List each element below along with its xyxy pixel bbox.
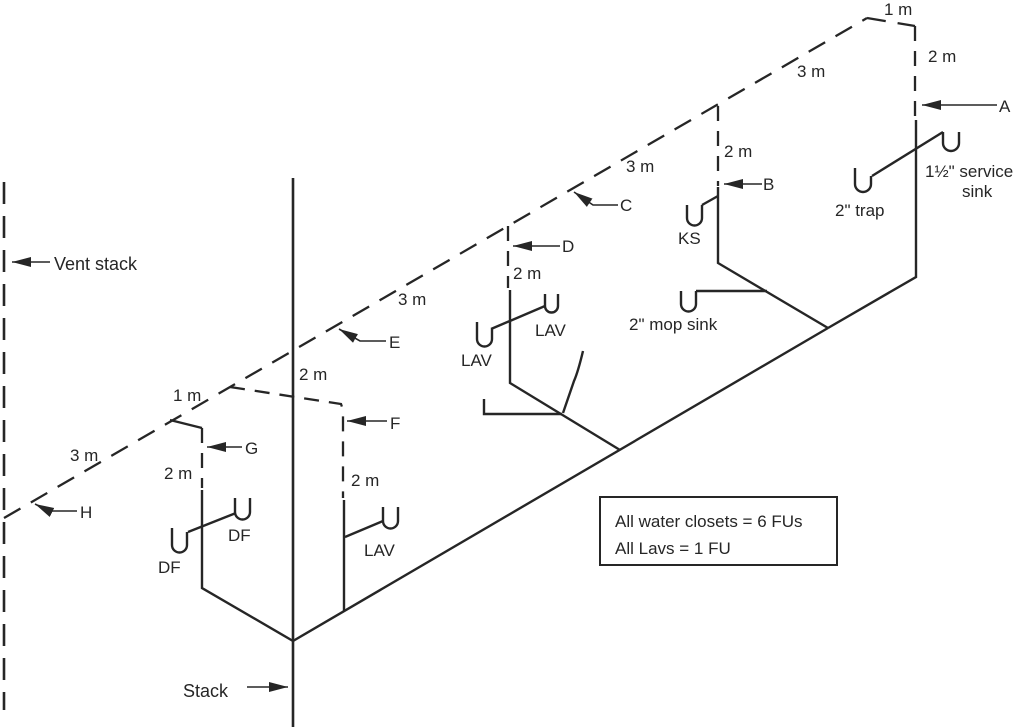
- stack-label: Stack: [183, 681, 229, 701]
- ks-trap-icon: [685, 205, 704, 227]
- lav-right-label: LAV: [535, 321, 567, 340]
- vent-main-diagonal: [3, 17, 868, 519]
- df-left-trap-icon: [170, 528, 189, 554]
- building-drain-main: [292, 326, 829, 643]
- vent-stack-label: Vent stack: [54, 254, 138, 274]
- point-label-e: E: [389, 333, 400, 352]
- water-closet-stub-left: [482, 399, 562, 416]
- point-label-h: H: [80, 503, 92, 522]
- lav-right-trap-icon: [543, 294, 560, 314]
- vent-takeoff-g: [169, 418, 203, 430]
- lav-f-connector: [344, 519, 384, 539]
- service-sink-label-line2: sink: [962, 182, 993, 201]
- dim-f-riser-2m: 2 m: [351, 471, 379, 490]
- note-box: [599, 496, 838, 566]
- mop-sink-label: 2" mop sink: [629, 315, 718, 334]
- lav-f-trap-icon: [381, 507, 400, 530]
- service-sink-trap-icon: [941, 132, 961, 153]
- dim-g-riser-2m: 2 m: [164, 464, 192, 483]
- service-sink-label-line1: 1½" service: [925, 162, 1013, 181]
- df-left-label: DF: [158, 558, 181, 577]
- note-line1: All water closets = 6 FUs: [615, 512, 803, 531]
- df-branch-drain: [200, 490, 294, 643]
- mop-sink-trap-icon: [679, 291, 698, 313]
- dim-f-g-1m: 1 m: [173, 386, 201, 405]
- dim-peak-b-3m: 3 m: [797, 62, 825, 81]
- dim-g-h-3m: 3 m: [70, 446, 98, 465]
- dim-d-riser-2m: 2 m: [513, 264, 541, 283]
- dim-b-riser-2m: 2 m: [724, 142, 752, 161]
- vent-run-f: [229, 385, 345, 498]
- dim-b-c-3m: 3 m: [626, 157, 654, 176]
- df-right-trap-icon: [233, 498, 252, 521]
- two-inch-trap-label: 2" trap: [835, 201, 885, 220]
- point-label-d: D: [562, 237, 574, 256]
- two-inch-trap-icon: [853, 168, 873, 194]
- dim-f-run-2m: 2 m: [299, 365, 327, 384]
- point-label-f: F: [390, 414, 400, 433]
- point-label-c: C: [620, 196, 632, 215]
- dim-d-e-3m: 3 m: [398, 290, 426, 309]
- lav-left-trap-icon: [475, 322, 494, 348]
- df-right-label: DF: [228, 526, 251, 545]
- point-label-a: A: [999, 97, 1011, 116]
- lav-f-label: LAV: [364, 541, 396, 560]
- df-pair-connector: [187, 511, 237, 534]
- dim-top-run-1m: 1 m: [884, 0, 912, 19]
- arrow-h: [34, 503, 77, 517]
- note-line2: All Lavs = 1 FU: [615, 539, 731, 558]
- dim-a-riser-2m: 2 m: [928, 47, 956, 66]
- lav-left-label: LAV: [461, 351, 493, 370]
- arrow-e: [338, 328, 386, 343]
- kitchen-sink-label: KS: [678, 229, 701, 248]
- service-sink-connector: [871, 130, 944, 178]
- point-label-b: B: [763, 175, 774, 194]
- ks-connector: [701, 194, 719, 207]
- lav-pair-connector: [490, 304, 546, 331]
- arrow-c: [573, 191, 618, 207]
- service-sink-branch: [827, 120, 918, 330]
- vent-top-run-1m: [866, 16, 916, 28]
- ks-branch-drain: [716, 187, 829, 330]
- point-label-g: G: [245, 439, 258, 458]
- water-closet-stub-right: [561, 350, 585, 414]
